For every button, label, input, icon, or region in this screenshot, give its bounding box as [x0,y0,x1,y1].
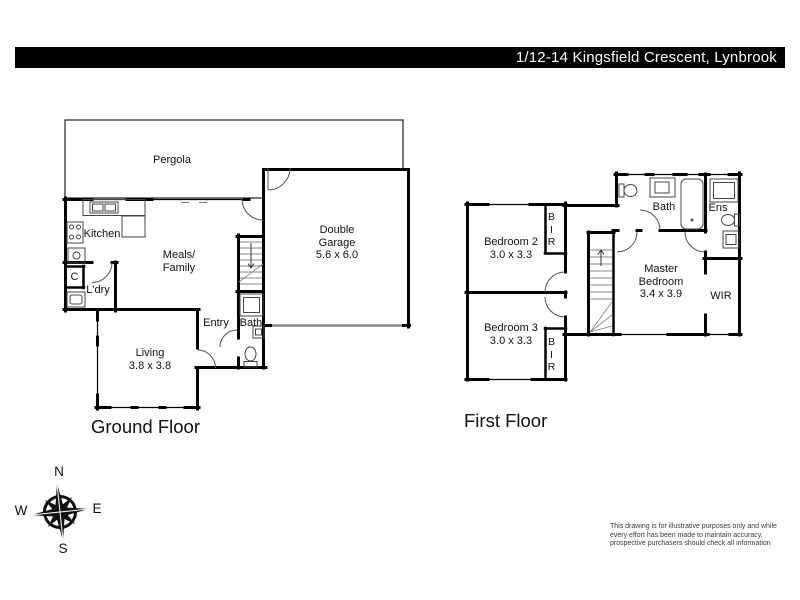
room-label-living: Living 3.8 x 3.8 [128,347,172,372]
toilet-icon [244,346,257,362]
compass-south-label: S [58,541,68,556]
shower-icon [239,293,264,317]
first-floor-plan [464,171,743,382]
laundry-trough-icon [66,291,86,308]
first-stairs-arrow [597,249,605,266]
first-fixtures [618,177,740,249]
room-label-entry: Entry [203,317,229,329]
room-label-master-bedroom: Master Bedroom 3.4 x 3.9 [638,263,684,300]
ground-floor-title: Ground Floor [91,416,200,437]
bir-walls [543,203,568,381]
first-door-arcs [544,209,706,318]
stove-icon [66,221,84,244]
first-walls [464,171,743,382]
room-label-cupboard: C [70,271,79,283]
address-banner: 1/12-14 Kingsfield Crescent, Lynbrook [15,47,785,68]
room-label-kitchen: Kitchen [83,228,121,240]
compass-east-label: E [92,501,102,516]
garage-walls [262,168,410,329]
ground-stairs-arrow [247,243,255,269]
room-label-pergola: Pergola [153,154,191,166]
vanity-icon [252,325,265,339]
address-text: 1/12-14 Kingsfield Crescent, Lynbrook [515,49,777,66]
bathtub-icon [680,178,704,230]
compass-north-label: N [54,464,64,479]
disclaimer-text: This drawing is for illustrative purpose… [610,523,777,548]
room-label-bir-bottom: B I R [547,336,556,373]
kitchen-bench-top [82,199,146,216]
room-label-bir-top: B I R [547,211,556,248]
room-label-ens: Ens [708,202,728,214]
room-label-garage: Double Garage 5.6 x 6.0 [315,224,359,261]
ground-fixtures [66,199,265,368]
appliance-icon [67,247,86,264]
ens-shower-icon [709,178,739,203]
bath-toilet-icon [618,183,625,198]
ens-vanity-icon [722,230,740,249]
compass-west-label: W [14,503,28,518]
cupboard-walls [64,264,86,290]
room-label-laundry: L'dry [86,284,110,296]
room-label-bedroom2: Bedroom 2 3.0 x 3.3 [484,236,538,261]
first-floor-title: First Floor [464,410,548,431]
room-label-bath-ground: Bath [239,317,263,329]
room-label-bath-first: Bath [652,201,676,213]
ground-door-arcs [91,167,291,369]
compass-rose-icon [31,483,89,541]
room-label-meals: Meals/ Family [162,249,196,274]
kitchen-sink-icon [89,201,119,214]
ground-floor-plan [62,119,411,411]
first-windows [488,173,730,381]
kitchen-bench-side [121,215,146,238]
room-label-bedroom3: Bedroom 3 3.0 x 3.3 [484,322,538,347]
room-label-wir: WIR [710,290,732,302]
bath-vanity-icon [649,177,676,198]
